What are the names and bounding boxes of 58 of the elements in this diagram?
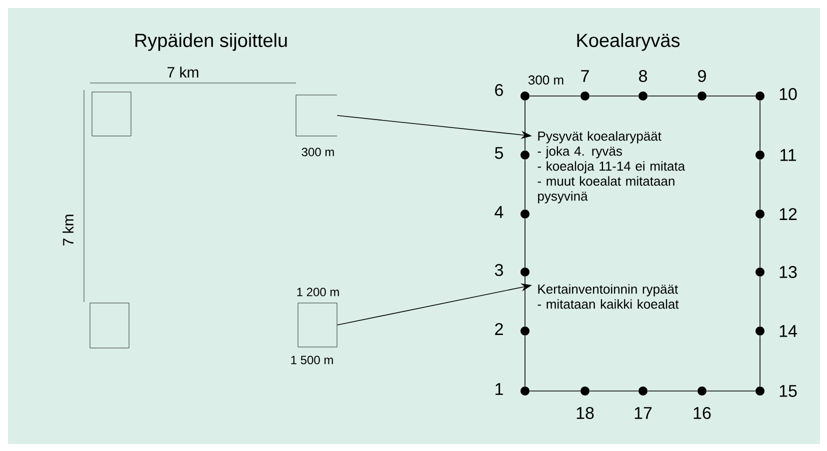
plot-dot [520, 150, 530, 160]
point-number: 12 [780, 208, 797, 220]
connector-line [647, 390, 698, 392]
dimension-label: 300 m [302, 148, 334, 156]
dimension-label: 7 km [168, 66, 198, 78]
plot-dot [520, 386, 530, 396]
point-number: 10 [780, 88, 797, 100]
plot-dot [520, 92, 530, 100]
plot-dot [638, 92, 648, 100]
plot-dot [756, 92, 764, 100]
plot-dot [580, 92, 590, 100]
connector-line [589, 390, 639, 392]
point-number: 13 [780, 266, 797, 278]
heading: Koealaryväs [577, 33, 680, 51]
point-number: 2 [495, 323, 503, 335]
plot-dot [580, 386, 590, 396]
cluster-square [90, 302, 130, 348]
plot-dot [756, 150, 764, 160]
point-number: 14 [780, 325, 797, 337]
connector-line [529, 390, 581, 392]
point-number: 4 [494, 206, 504, 218]
connector-line [524, 218, 526, 268]
connector-line [524, 335, 526, 387]
point-number: 15 [780, 385, 797, 397]
dimension-label: 300 m [528, 75, 564, 85]
connector-line [524, 159, 526, 210]
point-number: 5 [494, 147, 504, 159]
plot-dot [756, 268, 764, 276]
heading: Rypäiden sijoittelu [135, 33, 287, 51]
point-number: 17 [634, 407, 652, 419]
plot-dot [698, 386, 706, 396]
dimension-label: 1 200 m [297, 288, 339, 296]
point-number: 6 [495, 84, 503, 96]
plot-dot [638, 386, 648, 396]
connector-line [706, 390, 756, 392]
point-number: 7 [581, 70, 589, 82]
plot-dot [520, 268, 530, 276]
plot-dot [520, 210, 530, 218]
plot-dot [698, 92, 706, 100]
point-number: 9 [698, 70, 706, 82]
note-text: Pysyvät koealarypäät - joka 4. ryväs - koealoja 11-14 ei mitata - muut koealat mitataan pysyvinä [538, 131, 686, 204]
dimension-label: 7 km [62, 214, 74, 246]
connector-line [524, 276, 526, 327]
plot-dot [756, 386, 764, 396]
cluster-square [92, 92, 132, 136]
point-number: 8 [639, 70, 647, 82]
dimension-label: 1 500 m [291, 356, 333, 364]
note-text: Kertainventoinnin rypäät - mitataan kaikki koealat [538, 284, 679, 309]
plot-dot [520, 326, 530, 336]
cluster-square [298, 302, 338, 348]
point-number: 18 [576, 406, 594, 420]
plot-dot [756, 210, 764, 218]
plot-dot [756, 326, 764, 336]
connector-line [524, 100, 526, 151]
point-number: 16 [694, 406, 711, 420]
point-number: 11 [780, 149, 796, 161]
point-number: 1 [496, 383, 503, 395]
point-number: 3 [494, 264, 503, 276]
